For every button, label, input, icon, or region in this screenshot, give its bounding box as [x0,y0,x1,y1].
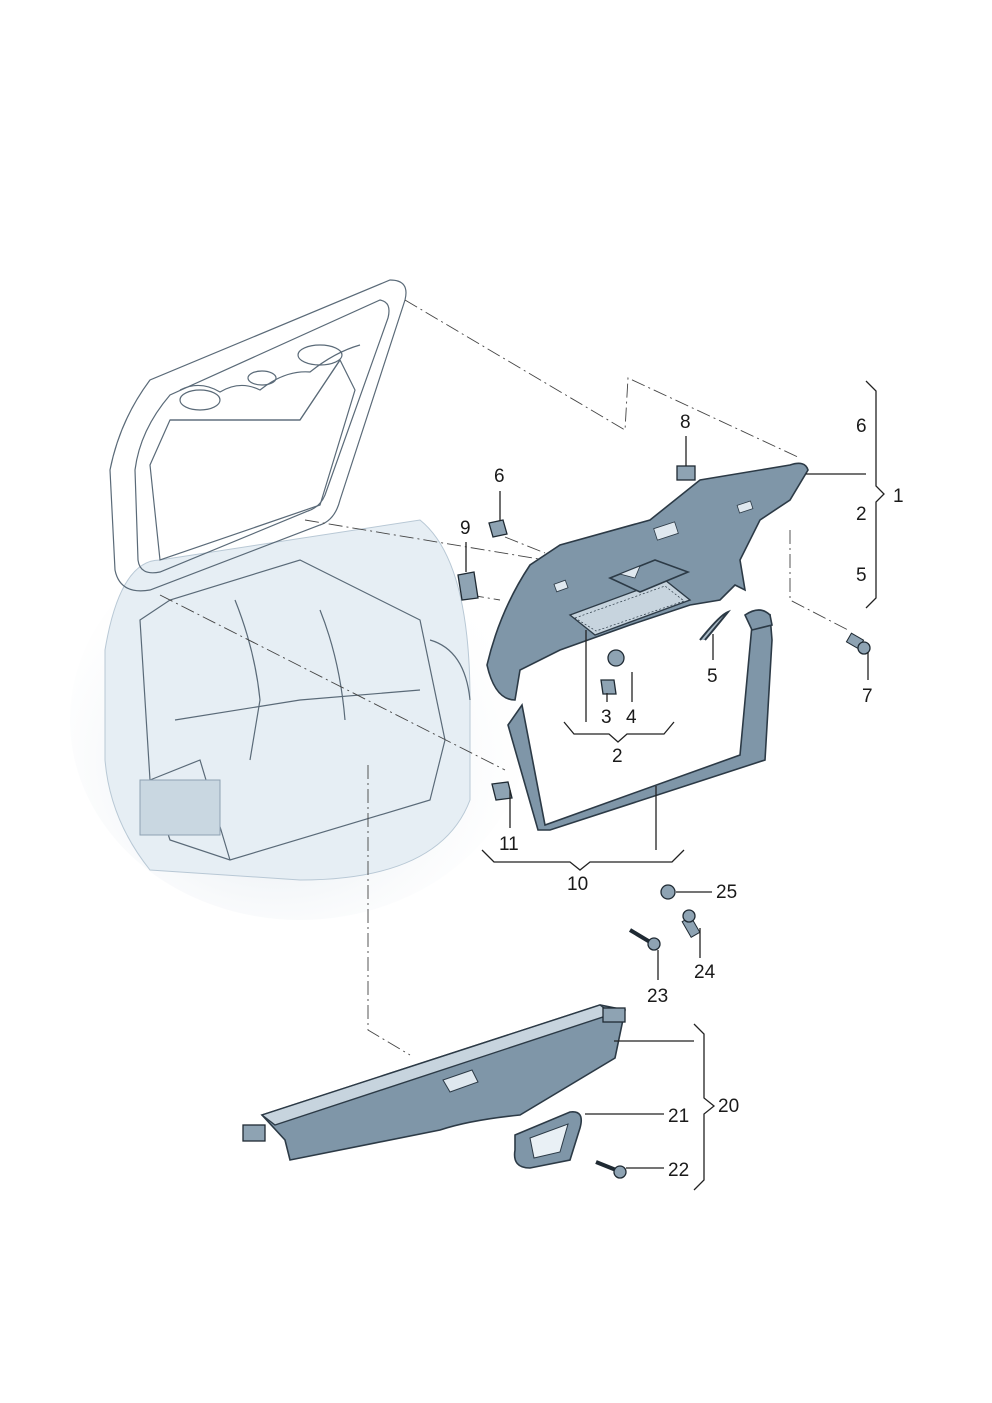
label-3: 3 [601,707,612,728]
label-20: 20 [718,1096,739,1117]
label-21: 21 [668,1106,689,1127]
clip-4 [607,649,625,667]
leader-lines [465,436,869,1169]
label-25: 25 [716,882,737,903]
label-2: 2 [612,746,623,767]
luggage-cover [242,1004,626,1161]
bolt-24 [681,909,701,938]
label-11: 11 [499,834,519,855]
clip-6 [488,519,508,538]
vehicle-rear-illustration [70,279,530,920]
lower-trim-strip [507,609,773,831]
fasteners [457,465,871,1179]
screw-23 [628,928,661,951]
label-5: 5 [707,666,718,687]
label-5-sub: 5 [856,565,867,586]
position-labels: 1 2 2 3 4 5 5 6 6 7 8 9 10 11 20 21 22 2… [460,412,904,1181]
clip-9 [457,571,479,601]
clip-5 [699,609,732,641]
assembly-guide-lines [159,299,849,1056]
label-6-sub: 6 [856,416,867,437]
label-8: 8 [680,412,691,433]
label-6: 6 [494,466,505,487]
nut-25 [660,884,676,900]
label-4: 4 [626,707,637,728]
tailgate-trim-panel [486,462,809,701]
clip-8 [676,465,696,481]
bracket-20 [693,1023,716,1191]
group-brackets [481,380,885,1191]
label-1: 1 [893,486,904,507]
label-23: 23 [647,986,668,1007]
screw-7 [845,632,871,655]
bracket-1 [865,380,885,609]
bracket-2 [563,721,675,743]
label-7: 7 [862,686,873,707]
handle-trim [513,1111,583,1169]
label-22: 22 [668,1160,689,1181]
clip-11 [491,781,513,801]
nut-3 [600,679,617,695]
label-10: 10 [567,874,588,895]
screw-22 [595,1160,627,1179]
label-9: 9 [460,518,471,539]
bracket-10 [481,849,685,871]
label-2-sub: 2 [856,504,867,525]
label-24: 24 [694,962,716,983]
